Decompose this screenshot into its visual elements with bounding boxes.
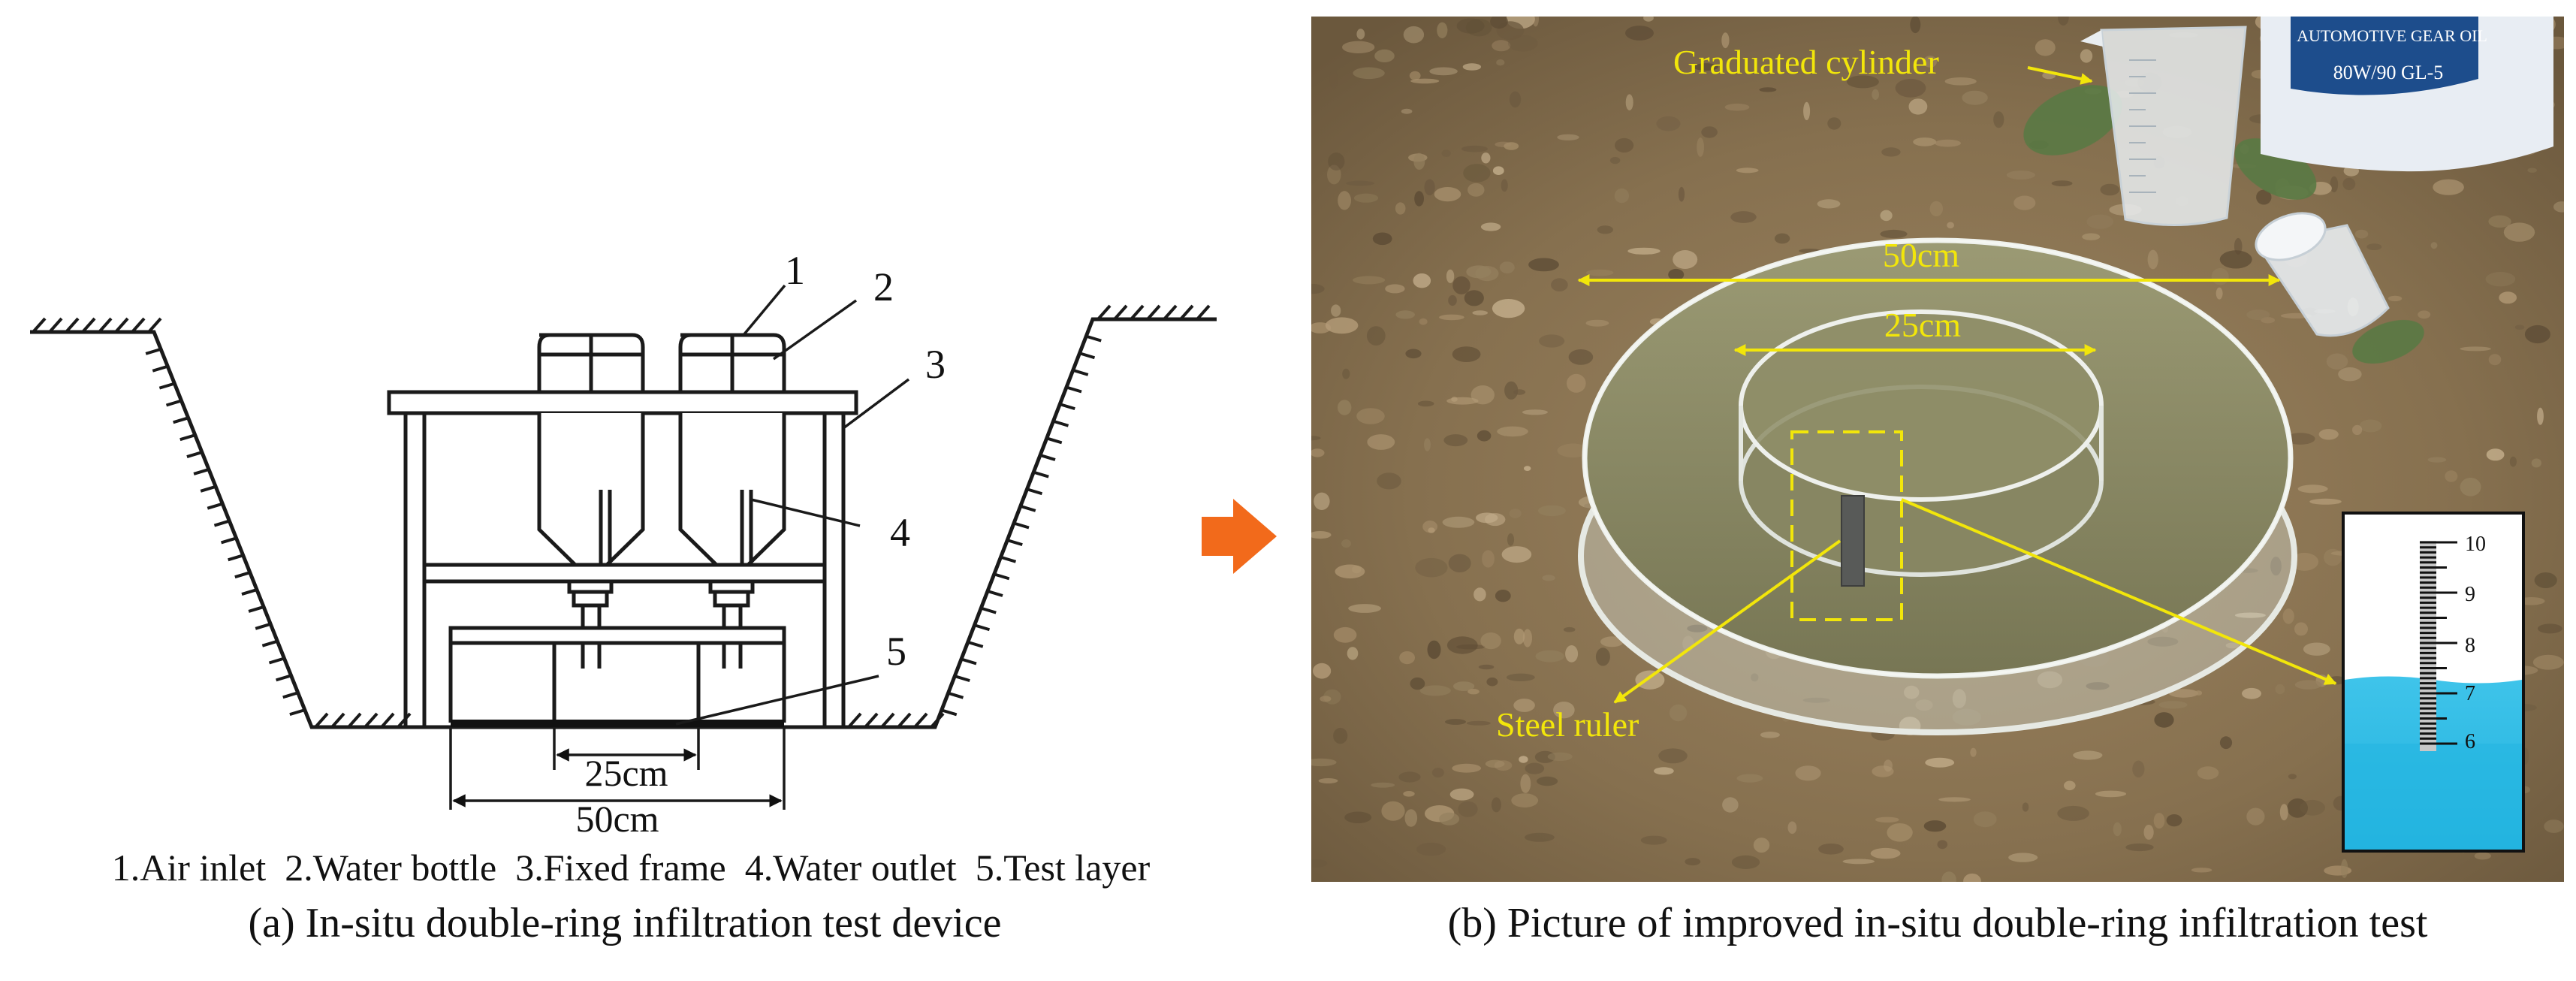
graduated-cylinder bbox=[2080, 26, 2247, 226]
transition-arrow bbox=[1202, 499, 1277, 574]
annotation-arrows bbox=[1577, 66, 2337, 704]
dimension-lines bbox=[449, 727, 786, 810]
label-inner-diameter: 25cm bbox=[1884, 306, 1961, 344]
ground-hatching bbox=[32, 304, 1211, 729]
water-bottle-1 bbox=[537, 333, 645, 669]
bucket-brand: 80W/90 GL-5 bbox=[2333, 62, 2444, 83]
callout-2: 2 bbox=[873, 264, 894, 309]
water-bottle-2 bbox=[678, 333, 786, 669]
leaves bbox=[2023, 85, 2424, 364]
ruler-label-7: 7 bbox=[2465, 682, 2475, 705]
oil-bucket: AUTOMOTIVE GEAR OIL 80W/90 GL-5 bbox=[2261, 17, 2553, 172]
outer-ring-dimension: 50cm bbox=[575, 798, 659, 840]
double-ring bbox=[448, 626, 786, 723]
ruler-label-10: 10 bbox=[2465, 533, 2486, 556]
device-schematic: 1 2 3 4 5 25cm 50cm 1.Air inlet 2.Water … bbox=[30, 248, 1217, 946]
label-outer-diameter: 50cm bbox=[1883, 236, 1959, 274]
test-layer bbox=[451, 720, 784, 727]
component-legend: 1.Air inlet 2.Water bottle 3.Fixed frame… bbox=[112, 847, 1151, 889]
tipped-cup bbox=[2255, 212, 2390, 337]
water-level-inset: 10 9 8 7 6 bbox=[2342, 512, 2525, 853]
callout-4: 4 bbox=[890, 510, 910, 555]
ruler-label-9: 9 bbox=[2465, 583, 2475, 606]
test-photo: AUTOMOTIVE GEAR OIL 80W/90 GL-5 bbox=[1311, 17, 2564, 946]
ruler-label-8: 8 bbox=[2465, 634, 2475, 657]
inner-ring bbox=[1739, 309, 2104, 577]
callout-3: 3 bbox=[925, 342, 946, 387]
callout-5: 5 bbox=[886, 629, 906, 674]
inner-ring-dimension: 25cm bbox=[584, 752, 668, 794]
caption-a: (a) In-situ double-ring infiltration tes… bbox=[248, 900, 1001, 946]
caption-b: (b) Picture of improved in-situ double-r… bbox=[1448, 900, 2428, 946]
callout-1: 1 bbox=[785, 248, 805, 293]
ruler-label-6: 6 bbox=[2465, 730, 2475, 753]
callout-leaders bbox=[675, 284, 910, 726]
label-graduated-cylinder: Graduated cylinder bbox=[1673, 43, 1939, 81]
ruler-zoom-box bbox=[1790, 430, 1903, 621]
bucket-label: AUTOMOTIVE GEAR OIL bbox=[2297, 26, 2487, 45]
label-steel-ruler: Steel ruler bbox=[1496, 705, 1639, 744]
steel-ruler bbox=[1841, 495, 1865, 587]
